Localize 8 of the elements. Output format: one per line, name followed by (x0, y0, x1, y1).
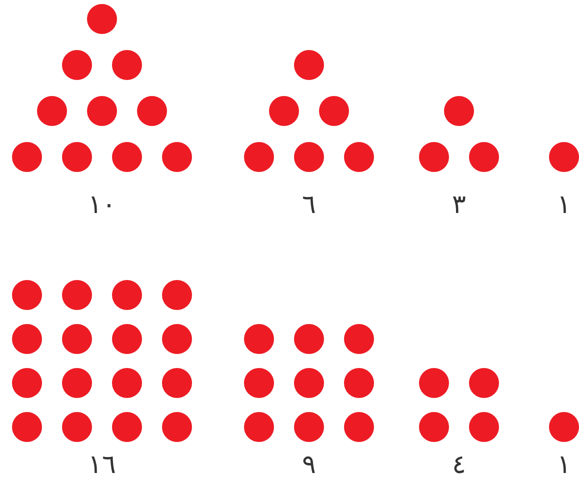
number-label: ٦ (302, 192, 316, 218)
number-label: ١٠ (88, 192, 116, 218)
number-label: ١ (557, 452, 571, 478)
number-label: ١ (557, 192, 571, 218)
number-label: ٣ (452, 192, 466, 218)
number-label: ١٦ (88, 452, 116, 478)
number-label: ٤ (452, 452, 466, 478)
number-label: ٩ (302, 452, 316, 478)
